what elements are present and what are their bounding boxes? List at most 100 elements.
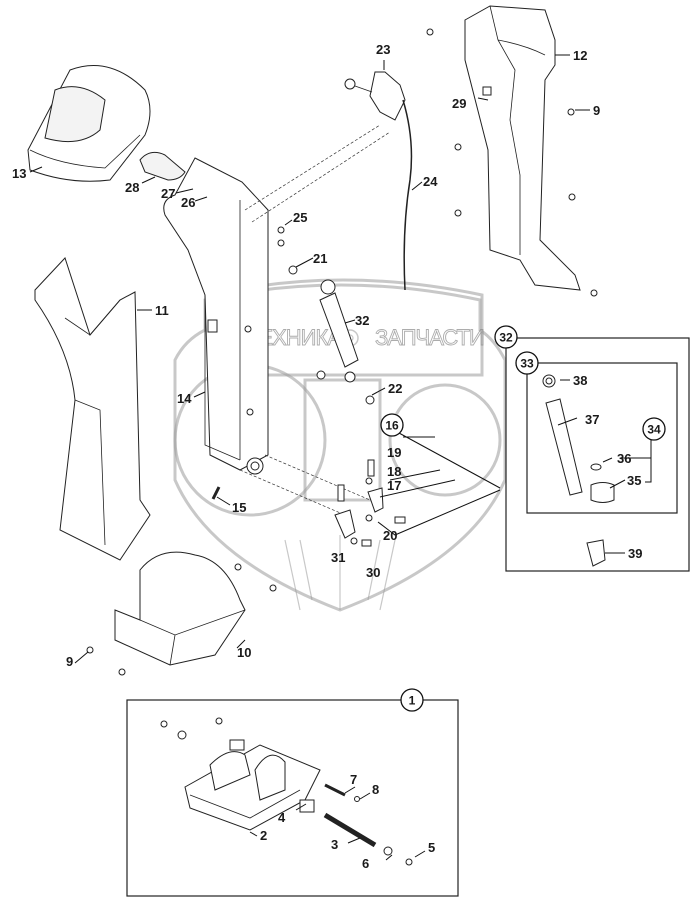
callout-19[interactable]: 19 xyxy=(387,445,401,460)
part-20-nut[interactable] xyxy=(365,514,373,522)
part-7-pin[interactable] xyxy=(324,783,346,797)
part-6-washer[interactable] xyxy=(383,846,393,856)
svg-text:16: 16 xyxy=(385,419,399,433)
part-5-clip-upper[interactable] xyxy=(160,720,168,728)
part-38-eye[interactable] xyxy=(542,374,556,388)
part-20-bolt[interactable] xyxy=(394,516,406,524)
callout-4[interactable]: 4 xyxy=(278,810,286,825)
callout-25[interactable]: 25 xyxy=(293,210,307,225)
watermark-letter-f xyxy=(388,383,502,497)
watermark-shield xyxy=(173,283,507,612)
group-box-1 xyxy=(126,699,459,897)
callout-6[interactable]: 6 xyxy=(362,856,369,871)
part-15-pin[interactable] xyxy=(211,486,221,500)
part-4-bushing-upper[interactable] xyxy=(229,739,245,751)
part-12-right-cover[interactable] xyxy=(464,5,581,291)
part-5-clip[interactable] xyxy=(405,858,413,866)
leader-lines xyxy=(29,54,652,861)
callout-31[interactable]: 31 xyxy=(331,550,345,565)
callout-11[interactable]: 11 xyxy=(155,303,169,318)
part-29-clip[interactable] xyxy=(482,86,492,96)
callout-21[interactable]: 21 xyxy=(313,251,327,266)
part-9-screws[interactable] xyxy=(86,563,277,676)
part-6-washer-upper[interactable] xyxy=(177,730,187,740)
callout-3[interactable]: 3 xyxy=(331,837,338,852)
callout-9-right[interactable]: 9 xyxy=(593,103,600,118)
part-24-cable[interactable] xyxy=(402,99,413,291)
watermark-text-right: ЗАПЧАСТИ xyxy=(375,325,484,350)
part-37-gas-spring[interactable] xyxy=(545,398,583,496)
callout-22[interactable]: 22 xyxy=(388,381,402,396)
callout-15[interactable]: 15 xyxy=(232,500,246,515)
svg-text:32: 32 xyxy=(499,331,513,345)
callout-23[interactable]: 23 xyxy=(376,42,390,57)
callout-37[interactable]: 37 xyxy=(585,412,599,427)
part-21-nut[interactable] xyxy=(288,265,298,275)
callout-9-left[interactable]: 9 xyxy=(66,654,73,669)
svg-text:33: 33 xyxy=(520,357,534,371)
callout-32[interactable]: 32 xyxy=(355,313,369,328)
callout-10[interactable]: 10 xyxy=(237,645,251,660)
part-19-bolt[interactable] xyxy=(367,459,375,477)
callout-16[interactable]: 16 xyxy=(380,413,404,437)
callout-27[interactable]: 27 xyxy=(161,186,175,201)
part-39-fitting[interactable] xyxy=(586,539,606,567)
part-17-bracket[interactable] xyxy=(367,487,384,513)
assembly-line xyxy=(251,131,391,223)
part-8-clip-upper[interactable] xyxy=(215,717,223,725)
callout-35[interactable]: 35 xyxy=(627,473,641,488)
assembly-line xyxy=(264,454,371,501)
callout-24[interactable]: 24 xyxy=(423,174,438,189)
part-4-bushing[interactable] xyxy=(299,799,315,813)
part-14-lever-bracket[interactable] xyxy=(163,157,269,475)
callout-39[interactable]: 39 xyxy=(628,546,642,561)
part-13-top-cover[interactable] xyxy=(27,65,151,182)
part-35-sleeve[interactable] xyxy=(590,482,615,503)
callout-labels: 1 16 32 33 34 2 3 4 5 6 7 8 9 9 10 11 12… xyxy=(12,42,666,871)
part-30-bolt[interactable] xyxy=(361,539,372,547)
callout-36[interactable]: 36 xyxy=(617,451,631,466)
part-31-bracket[interactable] xyxy=(334,509,356,539)
callout-20[interactable]: 20 xyxy=(383,528,397,543)
assembly-line xyxy=(239,469,346,516)
part-8-clip[interactable] xyxy=(354,796,360,802)
callout-32-box[interactable]: 32 xyxy=(494,325,518,349)
part-25-bolts[interactable] xyxy=(277,226,285,247)
part-22-washer[interactable] xyxy=(316,370,326,380)
part-32-gas-spring[interactable] xyxy=(319,279,359,383)
part-31-washer[interactable] xyxy=(350,537,358,545)
callout-18[interactable]: 18 xyxy=(387,464,401,479)
group-box-33 xyxy=(526,362,678,514)
part-36-washer[interactable] xyxy=(590,463,602,471)
part-18-washer[interactable] xyxy=(365,477,373,485)
callout-17[interactable]: 17 xyxy=(387,478,401,493)
callout-38[interactable]: 38 xyxy=(573,373,587,388)
callout-13[interactable]: 13 xyxy=(12,166,26,181)
callout-5[interactable]: 5 xyxy=(428,840,435,855)
part-22-washer[interactable] xyxy=(365,395,375,405)
callout-14[interactable]: 14 xyxy=(177,391,192,406)
part-28-knob[interactable] xyxy=(139,151,186,181)
part-11-left-cover[interactable] xyxy=(34,257,151,561)
part-31-bolt[interactable] xyxy=(337,484,345,502)
callout-2[interactable]: 2 xyxy=(260,828,267,843)
callout-7[interactable]: 7 xyxy=(350,772,357,787)
callout-29[interactable]: 29 xyxy=(452,96,466,111)
wheat-icon xyxy=(284,535,396,611)
callout-26[interactable]: 26 xyxy=(181,195,195,210)
callout-34[interactable]: 34 xyxy=(642,417,666,441)
callout-8[interactable]: 8 xyxy=(372,782,379,797)
callout-1[interactable]: 1 xyxy=(400,688,424,712)
part-9-screws-right[interactable] xyxy=(426,28,598,297)
part-10-lower-housing[interactable] xyxy=(114,551,246,666)
callout-30[interactable]: 30 xyxy=(366,565,380,580)
group-box-32 xyxy=(505,337,690,572)
callout-12[interactable]: 12 xyxy=(573,48,587,63)
part-2-base-frame[interactable] xyxy=(184,744,321,831)
part-23-switch[interactable] xyxy=(344,71,406,121)
part-3-shaft[interactable] xyxy=(323,812,377,848)
callout-33[interactable]: 33 xyxy=(515,351,539,375)
svg-text:1: 1 xyxy=(409,694,416,708)
callout-28[interactable]: 28 xyxy=(125,180,139,195)
